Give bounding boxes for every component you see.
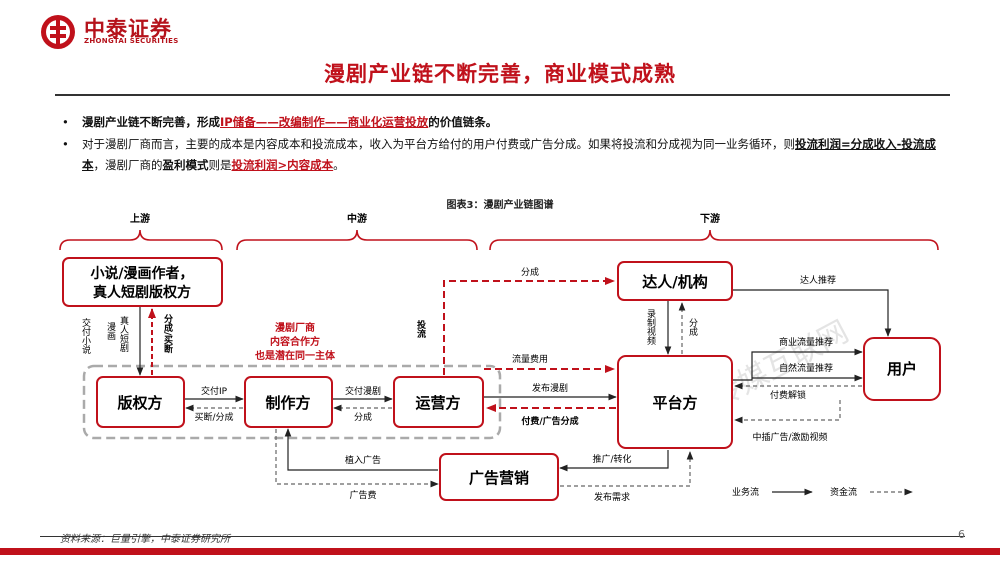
label-influencer-rec: 达人推荐 xyxy=(800,274,836,286)
arrow-ads-to-producer-implant xyxy=(284,428,438,471)
brand-name: 中泰证券 xyxy=(84,17,172,41)
bullet-formula: 投流利润=分成收入-投流成本 xyxy=(82,137,936,172)
bullet-highlight: IP储备——改编制作——商业化运营投放 xyxy=(220,115,429,129)
node-operator-label: 运营方 xyxy=(415,394,460,412)
stage-bracket-downstream xyxy=(489,229,939,251)
node-author-box xyxy=(62,257,223,307)
node-user-box xyxy=(863,337,941,401)
legend-fund-label: 资金流 xyxy=(830,486,857,498)
zhongtai-logo-icon xyxy=(41,15,75,49)
label-real-short: 真人短剧 xyxy=(118,315,129,353)
label-manhua: 漫画 xyxy=(105,321,116,341)
label-implant-ad: 植入广告 xyxy=(345,454,381,466)
arrow-platform-to-user-commercial xyxy=(733,348,863,381)
label-record-video: 录制视频 xyxy=(645,309,656,346)
stage-label-downstream: 下游 xyxy=(700,212,720,225)
bullet-dot-icon: • xyxy=(62,115,69,129)
node-platform-label: 平台方 xyxy=(652,394,697,412)
label-publish-demand: 发布需求 xyxy=(594,491,630,503)
bullet-point-1: • 漫剧产业链不断完善，形成IP储备——改编制作——商业化运营投放的价值链条。 xyxy=(62,112,944,133)
arrow-platform-to-ads xyxy=(559,450,669,472)
label-promote: 推广/转化 xyxy=(592,453,631,465)
title-divider xyxy=(55,94,950,96)
arrow-operator-to-influencer-fund xyxy=(443,277,615,375)
node-producer-label: 制作方 xyxy=(265,394,310,412)
label-invest-flow: 投流 xyxy=(415,319,426,339)
label-natural-rec: 自然流量推荐 xyxy=(779,362,833,374)
node-producer-box xyxy=(244,376,333,428)
node-author-label-2: 真人短剧版权方 xyxy=(93,284,191,301)
label-flow-fee: 流量费用 xyxy=(512,353,548,365)
stage-bracket-upstream xyxy=(59,229,223,251)
footer-accent-bar xyxy=(0,548,1000,555)
label-ad-fee: 广告费 xyxy=(349,489,376,501)
bullet-text: 的价值链条。 xyxy=(428,115,498,129)
label-mid-ad: 中插广告/激励视频 xyxy=(752,431,827,443)
label-pay-share: 付费/广告分成 xyxy=(521,415,578,427)
label-deliver-drama: 交付漫剧 xyxy=(345,385,381,397)
bullet-dot-icon: • xyxy=(62,137,69,151)
arrow-producer-to-ads-fee xyxy=(275,429,439,488)
label-commercial-rec: 商业流量推荐 xyxy=(779,336,833,348)
node-ads-box xyxy=(439,453,559,501)
footer-divider xyxy=(40,536,965,537)
node-influencer-label: 达人/机构 xyxy=(642,273,707,291)
label-publish-drama: 发布漫剧 xyxy=(532,382,568,394)
node-author-label: 小说/漫画作者， xyxy=(90,265,193,282)
label-pay-unlock: 付费解锁 xyxy=(770,389,806,401)
bullet-point-2: • 对于漫剧厂商而言，主要的成本是内容成本和投流成本，收入为平台方给付的用户付费… xyxy=(62,134,944,176)
bullet-text: ，漫剧厂商的 xyxy=(93,158,163,172)
label-deliver-novel: 交付小说 xyxy=(80,317,91,355)
label-share-mid: 分成 xyxy=(354,411,372,423)
node-rights-box xyxy=(96,376,185,428)
bullet-text: 对于漫剧厂商而言，主要的成本是内容成本和投流成本，收入为平台方给付的用户付费或广… xyxy=(82,137,795,151)
label-share-top: 分成 xyxy=(521,266,539,278)
same-entity-group-box xyxy=(82,364,502,440)
bullet-text: 。 xyxy=(333,158,345,172)
page-number: 6 xyxy=(958,528,965,541)
label-deliver-ip: 交付IP xyxy=(201,385,228,397)
label-buyout-share: 买断/分成 xyxy=(194,411,233,423)
bullet-text: 漫剧产业链不断完善，形成 xyxy=(82,115,220,129)
node-platform-box xyxy=(617,355,733,449)
page-title: 漫剧产业链不断完善，商业模式成熟 xyxy=(324,62,676,86)
note-line-1: 漫剧厂商 xyxy=(275,321,315,334)
arrow-user-to-platform-ads xyxy=(734,400,841,424)
label-share-right: 分成 xyxy=(687,318,698,337)
bullet-text: 则是 xyxy=(208,158,232,172)
figure-title: 图表3：漫剧产业链图谱 xyxy=(446,200,554,211)
node-user-label: 用户 xyxy=(887,360,917,378)
label-share-buyout: 分成/买断 xyxy=(162,313,173,354)
legend-biz-label: 业务流 xyxy=(732,486,759,498)
bullet-emphasis: 盈利模式 xyxy=(162,158,209,172)
note-line-3: 也是潜在同一主体 xyxy=(255,349,336,362)
arrow-influencer-to-user xyxy=(733,289,892,337)
node-ads-label: 广告营销 xyxy=(469,469,529,487)
node-operator-box xyxy=(393,376,484,428)
brand-name-en: ZHONGTAI SECURITIES xyxy=(84,37,179,45)
node-influencer-box xyxy=(617,261,733,301)
arrow-ads-to-platform-demand xyxy=(560,451,694,487)
node-rights-label: 版权方 xyxy=(117,394,162,412)
note-line-2: 内容合作方 xyxy=(270,335,320,348)
stage-label-upstream: 上游 xyxy=(130,212,150,225)
stage-bracket-midstream xyxy=(236,229,478,251)
stage-label-midstream: 中游 xyxy=(347,212,367,225)
source-note: 资料来源：巨量引擎，中泰证券研究所 xyxy=(60,534,230,545)
bullet-highlight: 投流利润>内容成本 xyxy=(231,158,334,172)
